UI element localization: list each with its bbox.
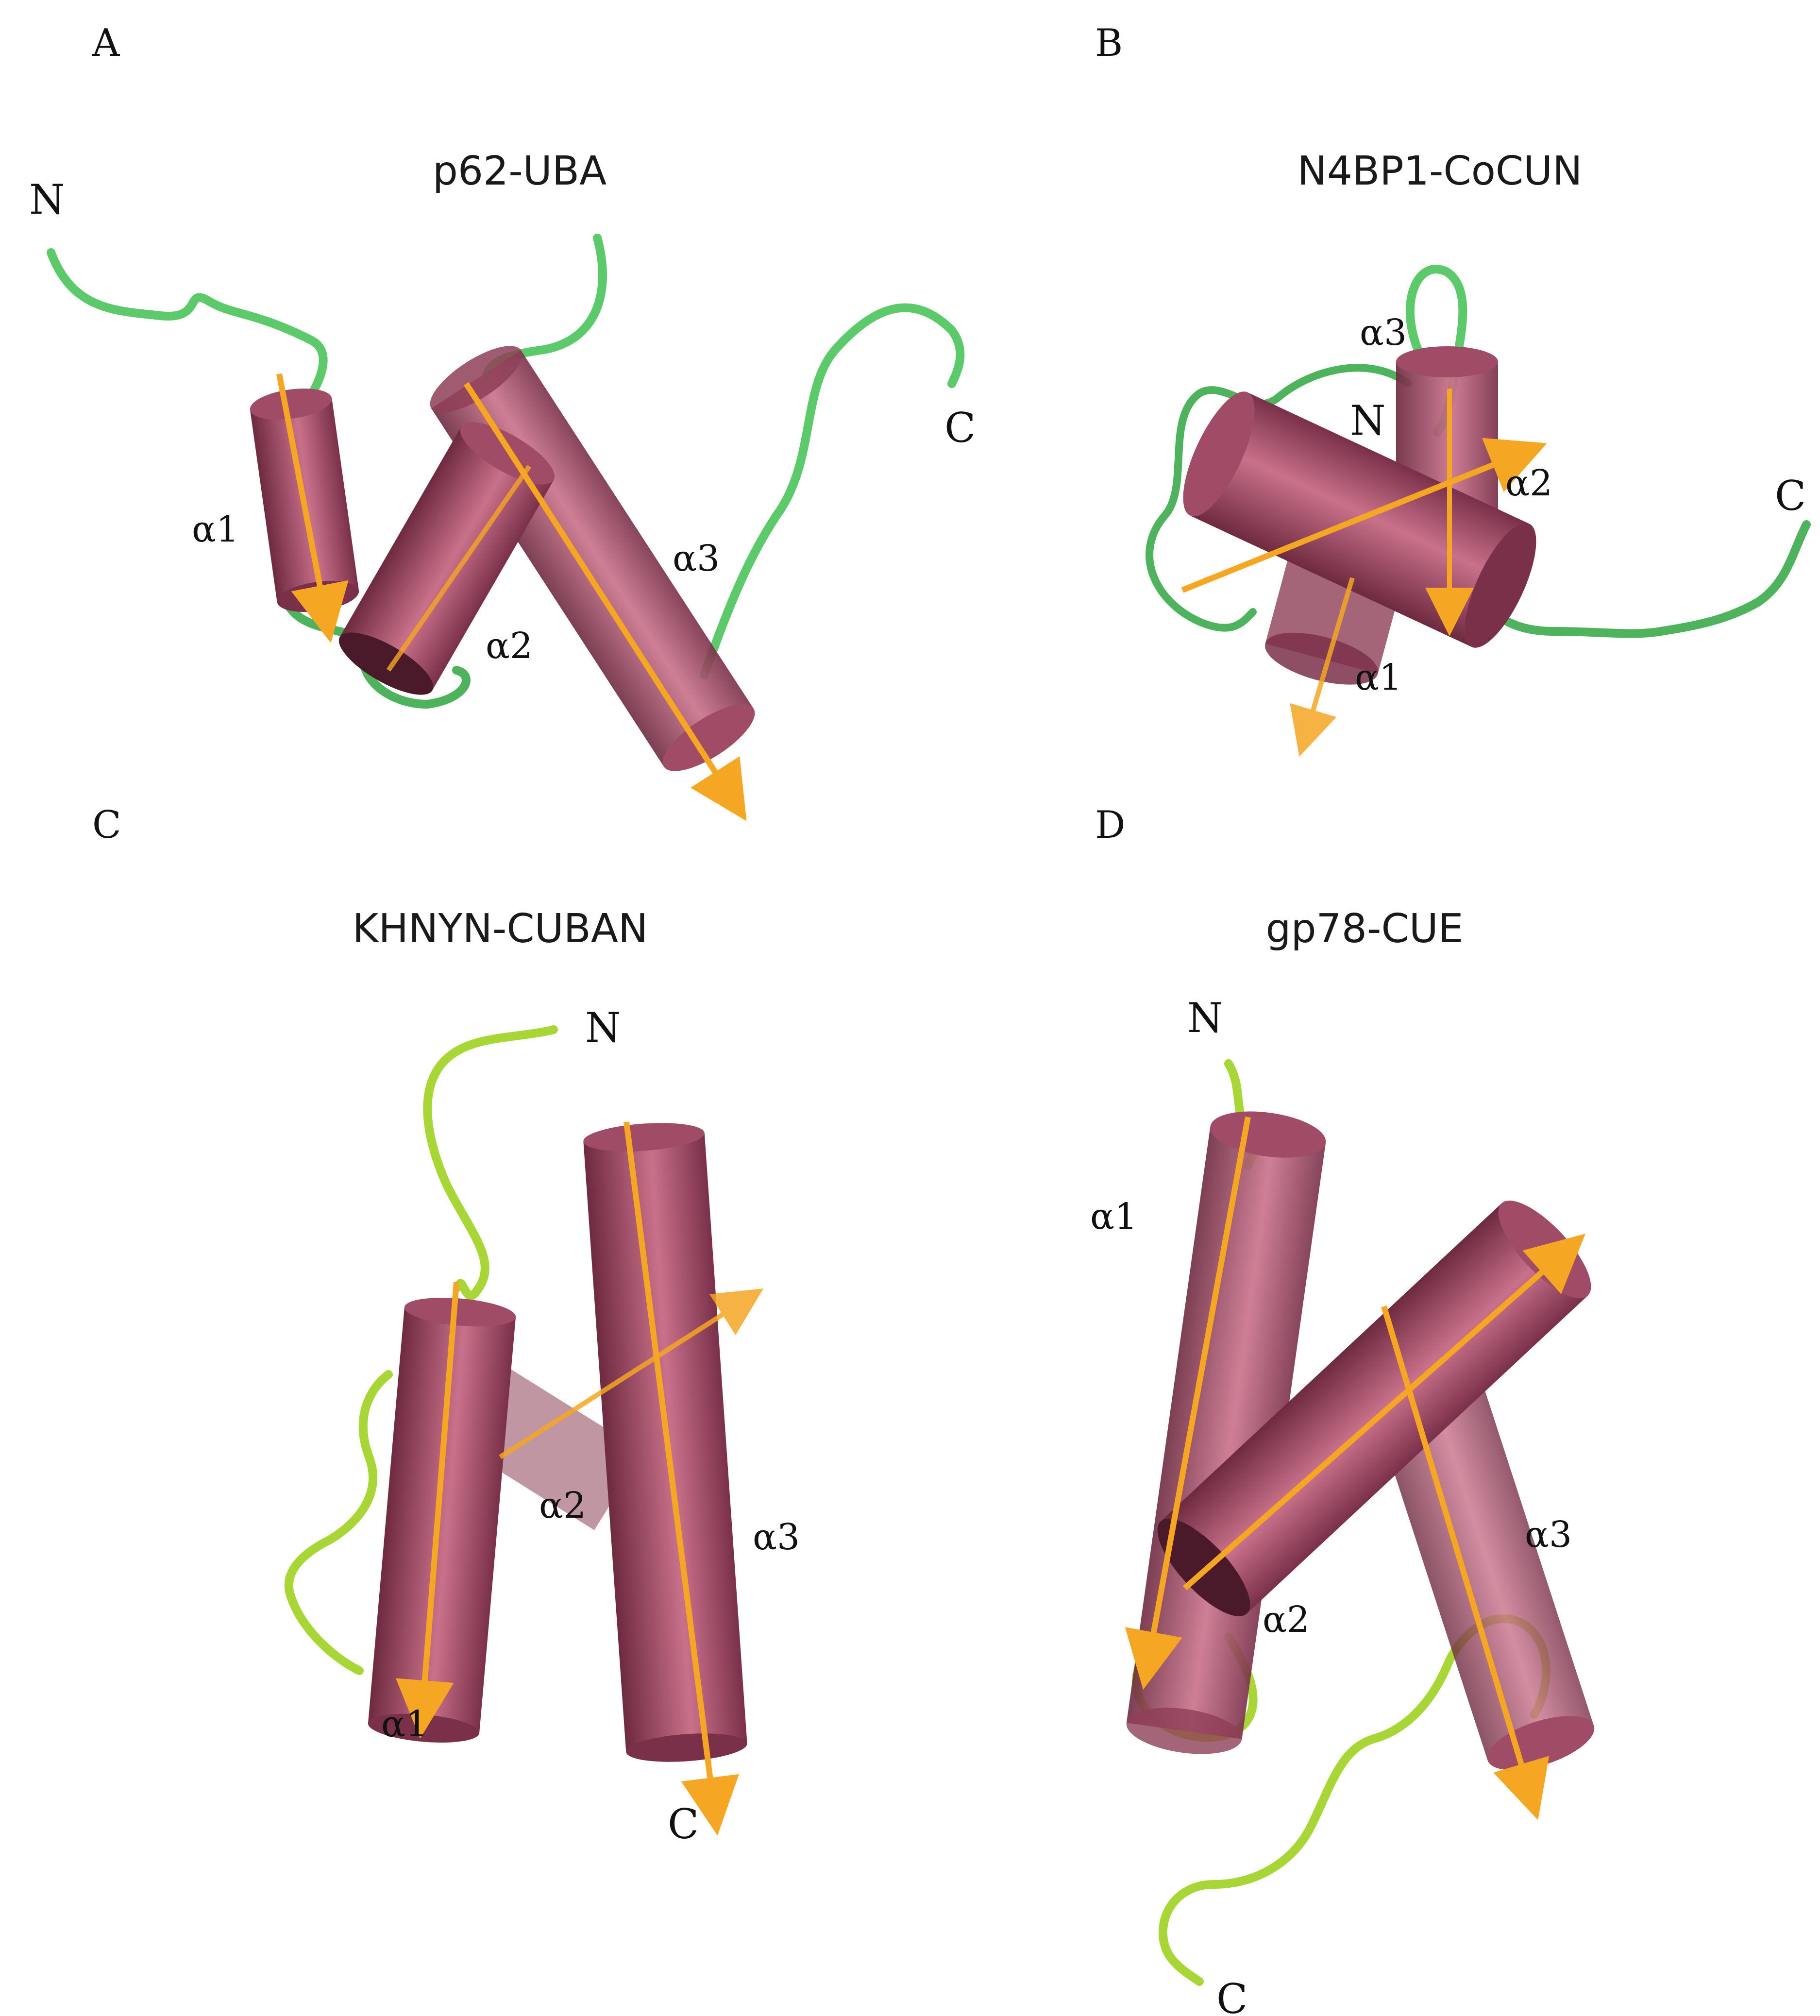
panel-b-axis-arrow-a2 (1181, 438, 1547, 593)
panel-b-axis-arrow-a1 (1290, 577, 1355, 757)
panel-c: C KHNYN-CUBAN N C α1 α2 α3 (92, 803, 800, 1848)
panel-d-axis-arrow-a2 (1183, 1234, 1585, 1591)
panel-c-axis-arrow-a2 (499, 1288, 764, 1459)
panel-c-c-terminus: C (668, 1800, 699, 1848)
panel-a-label-a2: α2 (486, 625, 533, 667)
panel-d-helix-a1 (1126, 1111, 1326, 1754)
panel-a-c-terminus: C (944, 404, 976, 452)
panel-a-n-terminus: N (29, 176, 65, 223)
panel-a: A p62-UBA N C α1 α2 (29, 21, 976, 821)
panel-d-n-terminus: N (1187, 994, 1223, 1042)
panel-a-c-terminal-loop (700, 303, 965, 679)
panel-d-label-a1: α1 (1090, 1196, 1137, 1237)
panel-a-axis-arrow-a3 (463, 382, 747, 821)
panel-c-title: KHNYN-CUBAN (353, 906, 648, 952)
panel-a-title: p62-UBA (433, 148, 607, 194)
panel-d-axis-arrow-a1 (1125, 1116, 1251, 1690)
panel-d-c-terminus: C (1216, 1975, 1247, 2016)
panel-c-helix-a1 (368, 1297, 516, 1743)
panel-d-letter: D (1095, 803, 1126, 847)
panel-b-loop-left (1146, 364, 1412, 632)
panel-b-c-terminal-loop (1480, 520, 1811, 638)
panel-d-label-a3: α3 (1525, 1514, 1572, 1556)
panel-c-label-a2: α2 (539, 1485, 586, 1526)
panel-c-n-terminus: N (585, 1004, 621, 1051)
panel-a-n-terminal-loop (47, 248, 328, 422)
panel-c-label-a1: α1 (381, 1703, 428, 1745)
panel-a-axis-arrow-a2 (386, 465, 532, 672)
panel-a-label-a3: α3 (673, 538, 720, 579)
panel-c-letter: C (92, 803, 121, 847)
panel-b-letter: B (1095, 21, 1123, 65)
panel-b-label-a2: α2 (1505, 462, 1552, 504)
panel-c-loop-a1-a2 (284, 1370, 393, 1675)
panel-d: D gp78-CUE N C α1 α2 α3 (1090, 803, 1595, 2016)
panel-b-n-terminus: N (1350, 397, 1386, 444)
panel-d-label-a2: α2 (1263, 1599, 1310, 1641)
panel-a-letter: A (92, 21, 120, 65)
panel-b-label-a3: α3 (1360, 312, 1407, 354)
panel-b: B N4BP1-CoCUN N C α1 α2 α3 (1095, 21, 1811, 757)
panel-b-label-a1: α1 (1355, 657, 1402, 698)
panel-c-n-terminal-loop (423, 1025, 558, 1300)
panel-c-label-a3: α3 (753, 1516, 800, 1558)
panel-b-c-terminus: C (1775, 472, 1806, 520)
panel-c-axis-arrow-a1 (395, 1282, 459, 1739)
panel-a-label-a1: α1 (192, 508, 239, 550)
panel-d-axis-arrow-a3 (1381, 1305, 1550, 1820)
panel-c-axis-arrow-a3 (624, 1121, 739, 1836)
panel-b-title: N4BP1-CoCUN (1297, 148, 1582, 194)
panel-a-axis-arrow-a1 (276, 373, 349, 643)
panel-d-title: gp78-CUE (1265, 906, 1463, 952)
